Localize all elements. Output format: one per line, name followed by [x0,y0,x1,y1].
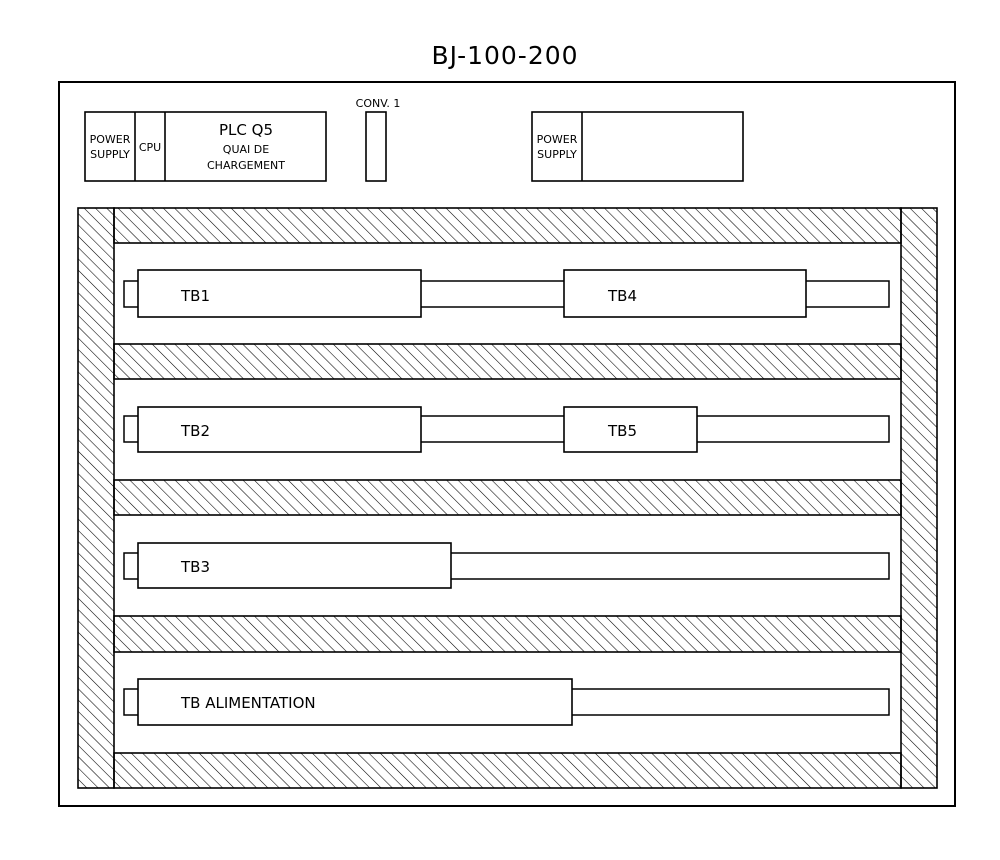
duct-left [77,207,115,789]
power-supply-label-line2: SUPPLY [90,148,130,161]
terminal-block-tb4 [563,269,807,318]
wire-duct-frame [77,207,938,789]
conveyor-module: CONV. 1 [356,97,401,182]
tb3-label: TB3 [180,558,210,576]
terminal-block-tb3 [137,542,452,589]
duct-top [113,207,902,244]
tb-alimentation-label: TB ALIMENTATION [180,694,316,712]
plc-rack-outline [84,111,327,182]
tb1-label: TB1 [180,287,210,305]
duct-right [900,207,938,789]
conveyor-box [365,111,387,182]
plc-subtitle-line2: QUAI DE [223,143,269,156]
din-rail-row-2: TB2 TB5 [123,406,890,453]
tb2-label: TB2 [180,422,210,440]
duct-bottom [113,752,902,789]
second-power-supply: POWER SUPPLY [531,111,744,182]
conveyor-label: CONV. 1 [356,97,401,110]
tb5-label: TB5 [607,422,637,440]
din-rail-3 [123,552,890,580]
din-rail-row-4: TB ALIMENTATION [123,678,890,726]
enclosure-outline [58,81,956,807]
plc-rack: POWER SUPPLY CPU PLC Q5 QUAI DE CHARGEME… [84,111,327,182]
cpu-label: CPU [139,141,161,154]
duct-row-1 [113,343,902,380]
din-rail-1 [123,280,890,308]
din-rail-row-3: TB3 [123,542,890,589]
second-power-supply-outline [531,111,744,182]
tb4-label: TB4 [607,287,637,305]
plc-subtitle-line3: CHARGEMENT [207,159,285,172]
duct-row-3 [113,615,902,653]
terminal-block-tb2 [137,406,422,453]
din-rail-row-1: TB1 TB4 [123,269,890,318]
terminal-block-tb1 [137,269,422,318]
terminal-block-tb-alimentation [137,678,573,726]
drawing-title: BJ-100-200 [431,41,578,70]
second-power-supply-line1: POWER [537,133,578,146]
power-supply-label-line1: POWER [90,133,131,146]
duct-row-2 [113,479,902,516]
terminal-block-tb5 [563,406,698,453]
din-rail-2 [123,415,890,443]
plc-title: PLC Q5 [219,121,273,139]
second-power-supply-line2: SUPPLY [537,148,577,161]
